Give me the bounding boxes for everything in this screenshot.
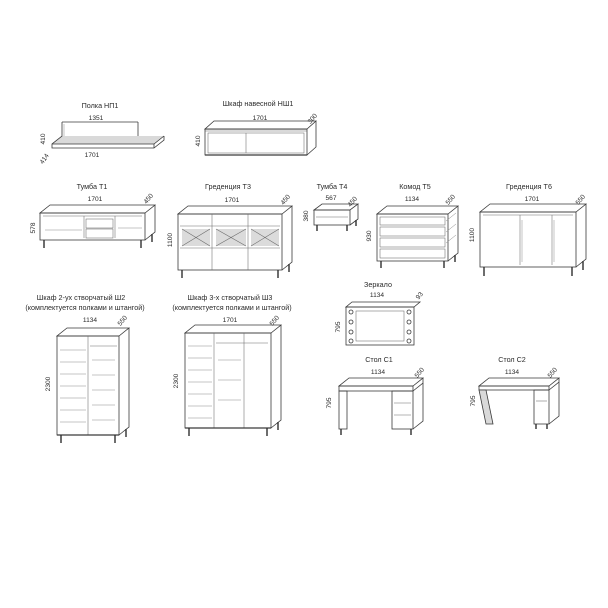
mirror-dim-width: 1134 [370, 292, 385, 299]
sideboard-t6-dim-height: 1100 [469, 228, 476, 243]
wall-cabinet-nsh1-title: Шкаф навесной НШ1 [223, 99, 294, 108]
wall-cabinet-nsh1: Шкаф навесной НШ1 1701 300 410 [195, 99, 319, 156]
wall-cabinet-nsh1-drawing [203, 120, 318, 156]
dresser-t5: Комод Т5 1134 550 930 [366, 182, 460, 268]
shelf-np1-dim-width: 1701 [85, 152, 100, 159]
table-s2-dim-depth: 550 [547, 366, 560, 379]
wardrobe-sh3-dim-depth: 550 [269, 314, 282, 327]
sideboard-t6: Греденция Т6 1701 550 1100 [469, 182, 587, 276]
mirror-title: Зеркало [364, 280, 392, 289]
dresser-t5-dim-width: 1134 [405, 196, 420, 203]
cabinet-t4-drawing [312, 203, 360, 231]
cabinet-t1-dim-width: 1701 [88, 196, 103, 203]
cabinet-t1: Тумба Т1 1701 450 578 [30, 182, 157, 248]
shelf-np1-dim-width-top: 1351 [89, 115, 104, 122]
table-s1-dim-height: 795 [326, 397, 333, 408]
sideboard-t3-title: Греденция Т3 [205, 182, 251, 191]
wardrobe-sh3-dim-height: 2300 [173, 373, 180, 388]
dresser-t5-drawing [375, 205, 460, 268]
wardrobe-sh2-dim-width: 1134 [83, 317, 98, 324]
wardrobe-sh2-dim-height: 2300 [45, 376, 52, 391]
shelf-np1-drawing [51, 121, 165, 149]
cabinet-t4-dim-height: 380 [303, 210, 310, 221]
sideboard-t6-dim-width: 1701 [525, 196, 540, 203]
table-s1-drawing [337, 377, 425, 435]
shelf-np1-dim-height: 410 [40, 133, 47, 144]
wardrobe-sh3-subtitle: (комплектуется полками и штангой) [172, 303, 291, 312]
dresser-t5-dim-height: 930 [366, 230, 373, 241]
shelf-np1: Полка НП1 1351 1701 410 414 [39, 101, 165, 166]
table-s2-drawing [477, 377, 561, 429]
wardrobe-sh2-dim-depth: 550 [117, 314, 130, 327]
mirror: Зеркало 1134 93 795 [335, 280, 425, 346]
mirror-drawing [344, 301, 422, 346]
cabinet-t1-drawing [38, 204, 157, 248]
table-s2-dim-width: 1134 [505, 369, 520, 376]
shelf-np1-dim-depth: 414 [39, 152, 51, 165]
table-s1: Стол С1 1134 550 795 [326, 355, 426, 435]
sideboard-t3: Греденция Т3 1701 450 1100 [167, 182, 294, 278]
shelf-np1-title: Полка НП1 [82, 101, 119, 110]
table-s1-title: Стол С1 [365, 355, 393, 364]
cabinet-t1-title: Тумба Т1 [77, 182, 108, 191]
sideboard-t3-dim-height: 1100 [167, 233, 174, 248]
cabinet-t4-title: Тумба Т4 [317, 182, 348, 191]
wardrobe-sh2: Шкаф 2-ух створчатый Ш2 (комплектуется п… [25, 293, 145, 443]
cabinet-t4: Тумба Т4 567 450 380 [303, 182, 359, 231]
dresser-t5-dim-depth: 550 [445, 193, 458, 206]
wardrobe-sh2-subtitle: (комплектуется полками и штангой) [25, 303, 144, 312]
sideboard-t3-dim-depth: 450 [280, 193, 293, 206]
dresser-t5-title: Комод Т5 [399, 182, 431, 191]
wall-cabinet-nsh1-dim-height: 410 [195, 135, 202, 146]
wardrobe-sh3-dim-width: 1701 [223, 317, 238, 324]
cabinet-t4-dim-width: 567 [325, 195, 336, 202]
sideboard-t3-drawing [176, 205, 294, 278]
wardrobe-sh2-drawing [55, 327, 131, 443]
sideboard-t6-title: Греденция Т6 [506, 182, 552, 191]
wardrobe-sh2-title: Шкаф 2-ух створчатый Ш2 [37, 293, 125, 302]
mirror-dim-height: 795 [335, 321, 342, 332]
table-s1-dim-width: 1134 [371, 369, 386, 376]
cabinet-t4-dim-depth: 450 [347, 195, 360, 208]
cabinet-t1-dim-depth: 450 [143, 192, 156, 205]
table-s1-dim-depth: 550 [414, 366, 427, 379]
mirror-dim-depth: 93 [415, 291, 425, 301]
wall-cabinet-nsh1-dim-width: 1701 [253, 115, 268, 122]
wardrobe-sh3-title: Шкаф 3-х створчатый Ш3 [188, 293, 273, 302]
wardrobe-sh3: Шкаф 3-х створчатый Ш3 (комплектуется по… [172, 293, 292, 436]
wardrobe-sh3-drawing [183, 324, 283, 436]
table-s2-title: Стол С2 [498, 355, 526, 364]
table-s2: Стол С2 1134 550 795 [470, 355, 561, 429]
cabinet-t1-dim-height: 578 [30, 222, 37, 233]
sideboard-t3-dim-width: 1701 [225, 197, 240, 204]
table-s2-dim-height: 795 [470, 395, 477, 406]
sideboard-t6-drawing [478, 203, 588, 276]
